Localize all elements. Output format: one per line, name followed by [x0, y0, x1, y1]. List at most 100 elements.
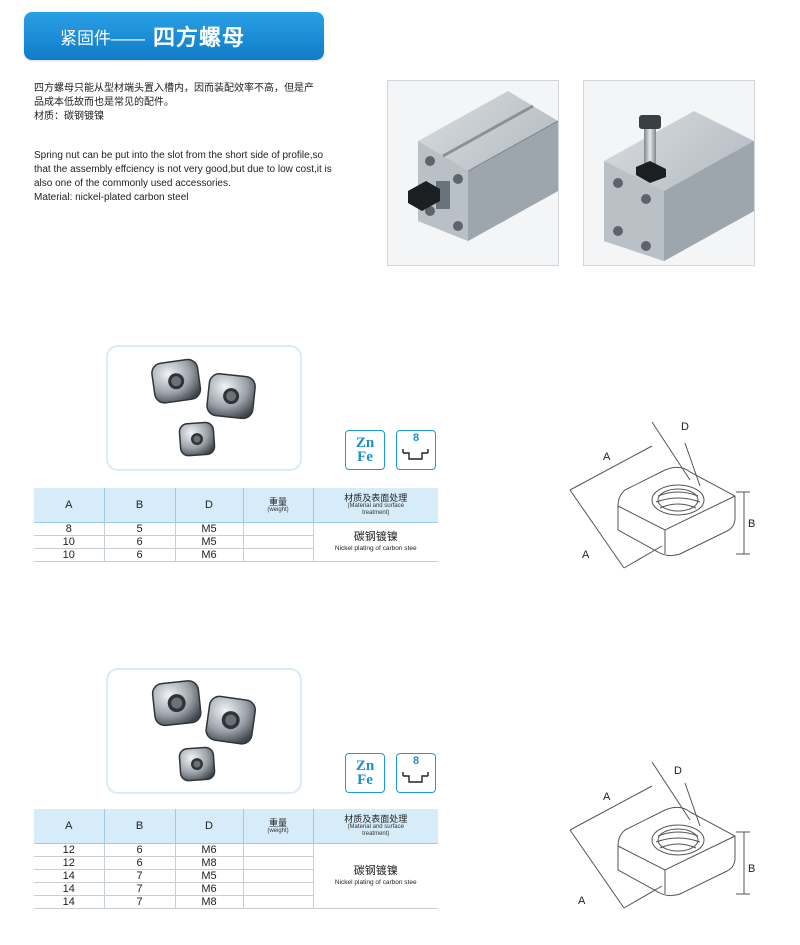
diagram-label-d: D [674, 765, 682, 777]
material-badge-zn-fe: Zn Fe [345, 753, 385, 793]
diagram-label-d: D [681, 421, 689, 433]
weight-label: 重量 [268, 817, 287, 828]
cell-d: M5 [175, 869, 244, 883]
cell-weight [243, 869, 314, 883]
cell-d: M8 [175, 895, 244, 909]
product-photo-frame [106, 668, 302, 794]
square-nut-photo [151, 680, 257, 782]
cell-b: 7 [104, 895, 176, 909]
diagram-label-b: B [748, 863, 755, 875]
col-header-material: 材质及表面处理 (Material and surface treatment) [313, 488, 438, 523]
table-row: 8 5 M5 碳钢镀镍 Nickel plating of carbon ste… [34, 522, 438, 562]
desc-cn-line: 四方螺母只能从型材端头置入槽内，因而装配效率不高，但是产 [34, 83, 314, 94]
badge-zn: Zn [355, 435, 375, 451]
section-title-badge: 紧固件—— 四方螺母 [24, 12, 324, 60]
desc-cn-line: 品成本低故而也是常见的配件。 [34, 97, 174, 108]
material-badge-zn-fe: Zn Fe [345, 430, 385, 470]
material-label: 材质及表面处理 [344, 814, 408, 824]
slot-size-badge: 8 [396, 753, 436, 793]
cell-weight [243, 522, 314, 536]
desc-en-line: that the assembly effciency is not very … [34, 164, 332, 175]
profile-illustration [388, 81, 558, 265]
col-header-a: A [34, 488, 105, 523]
square-nut-dimension-diagram: A A B D [569, 761, 755, 909]
cell-b: 7 [104, 869, 176, 883]
cell-material: 碳钢镀镍 Nickel plating of carbon stee [313, 843, 438, 909]
cell-a: 12 [34, 843, 105, 857]
slot-profile-icon [402, 772, 429, 783]
spec-table-large: A B D 重量 (weight) 材质及表面处理 (Material and … [34, 809, 438, 909]
page-title: 四方螺母 [153, 25, 246, 50]
profile-illustration [584, 81, 754, 265]
cell-a: 10 [34, 535, 105, 549]
material-label-en-2: treatment) [362, 510, 390, 516]
cell-weight [243, 856, 314, 870]
material-value-en: Nickel plating of carbon stee [334, 545, 417, 552]
cell-d: M6 [175, 548, 244, 562]
description-english: Spring nut can be put into the slot from… [34, 149, 354, 205]
cell-weight [243, 843, 314, 857]
diagram-label-a: A [578, 895, 586, 907]
weight-label-en: (weight) [267, 506, 289, 513]
desc-en-line: Material: nickel-plated carbon steel [34, 192, 189, 203]
cell-d: M6 [175, 882, 244, 896]
cell-a: 14 [34, 895, 105, 909]
profile-photo-bolt-assembly [583, 80, 755, 266]
cell-a: 12 [34, 856, 105, 870]
material-value-cn: 碳钢镀镍 [353, 865, 398, 877]
cell-weight [243, 535, 314, 549]
slot-profile-icon [402, 449, 429, 460]
spec-table-small: A B D 重量 (weight) 材质及表面处理 (Material and … [34, 488, 438, 562]
cell-a: 8 [34, 522, 105, 536]
material-label-en-2: treatment) [362, 831, 390, 837]
cell-b: 5 [104, 522, 176, 536]
table-row: 10 6 M6 [34, 548, 438, 562]
badge-zn: Zn [355, 758, 375, 774]
material-label: 材质及表面处理 [344, 493, 408, 503]
table-header-row: A B D 重量 (weight) 材质及表面处理 (Material and … [34, 488, 438, 523]
slot-size-badge: 8 [396, 430, 436, 470]
material-label-en-1: (Material and surface [347, 824, 404, 830]
title-small: 紧固件—— [60, 28, 145, 48]
profile-photo-nut-insert [387, 80, 559, 266]
cell-d: M5 [175, 535, 244, 549]
cell-d: M8 [175, 856, 244, 870]
col-header-d: D [175, 809, 244, 844]
weight-label-en: (weight) [267, 827, 289, 834]
slot-size-label: 8 [412, 755, 420, 767]
table-row: 14 7 M5 [34, 869, 438, 883]
cell-b: 7 [104, 882, 176, 896]
cell-a: 14 [34, 869, 105, 883]
badge-fe: Fe [357, 772, 373, 788]
diagram-label-a: A [603, 451, 611, 463]
square-nut-dimension-diagram: A A B D [569, 421, 755, 569]
table-row: 14 7 M6 [34, 882, 438, 896]
cell-b: 6 [104, 535, 176, 549]
material-value-en: Nickel plating of carbon stee [334, 879, 417, 886]
cell-weight [243, 895, 314, 909]
cell-weight [243, 882, 314, 896]
col-header-a: A [34, 809, 105, 844]
material-value-cn: 碳钢镀镍 [353, 531, 398, 543]
cell-material: 碳钢镀镍 Nickel plating of carbon stee [313, 522, 438, 562]
cell-b: 6 [104, 856, 176, 870]
product-photo-frame [106, 345, 302, 471]
desc-en-line: also one of the commonly used accessorie… [34, 178, 231, 189]
table-row: 14 7 M8 [34, 895, 438, 909]
table-row: 10 6 M5 [34, 535, 438, 549]
diagram-label-a: A [603, 791, 611, 803]
col-header-b: B [104, 809, 176, 844]
cell-d: M5 [175, 522, 244, 536]
cell-b: 6 [104, 548, 176, 562]
diagram-label-b: B [748, 518, 755, 530]
col-header-b: B [104, 488, 176, 523]
slot-size-label: 8 [412, 432, 420, 444]
cell-b: 6 [104, 843, 176, 857]
table-header-row: A B D 重量 (weight) 材质及表面处理 (Material and … [34, 809, 438, 844]
diagram-label-a: A [582, 549, 590, 561]
cell-d: M6 [175, 843, 244, 857]
desc-cn-line: 材质：碳钢镀镍 [34, 111, 104, 122]
square-nut-photo [151, 358, 256, 457]
cell-a: 10 [34, 548, 105, 562]
table-row: 12 6 M8 [34, 856, 438, 870]
